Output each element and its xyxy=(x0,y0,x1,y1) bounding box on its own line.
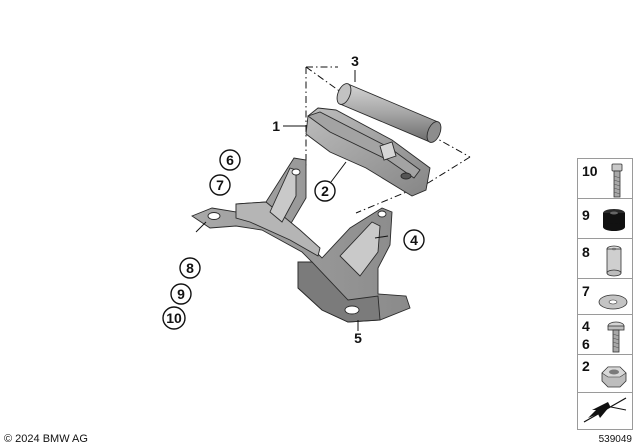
copyright-text: © 2024 BMW AG xyxy=(4,433,88,445)
svg-text:2: 2 xyxy=(321,183,329,199)
callout-6: 6 xyxy=(219,149,241,171)
svg-text:4: 4 xyxy=(410,232,418,248)
washer-icon xyxy=(598,294,628,310)
legend-item-grommet: 9 xyxy=(577,198,633,244)
callout-3: 3 xyxy=(351,53,359,69)
hex-nut-icon xyxy=(601,366,627,388)
callout-4: 4 xyxy=(403,229,425,251)
legend-item-bolt: 10 xyxy=(577,158,633,204)
legend-item-spacer: 8 xyxy=(577,238,633,284)
svg-text:7: 7 xyxy=(216,177,224,193)
hex-socket-screw-icon xyxy=(607,321,625,353)
svg-text:9: 9 xyxy=(177,286,185,302)
svg-text:6: 6 xyxy=(226,152,234,168)
diagram-number: 539049 xyxy=(598,434,632,445)
svg-text:5: 5 xyxy=(354,330,362,346)
view-direction-arrow-icon xyxy=(583,397,627,423)
svg-text:10: 10 xyxy=(166,310,182,326)
spacer-sleeve-icon xyxy=(606,245,622,277)
callout-8: 8 xyxy=(179,257,201,279)
roller-rod xyxy=(336,83,442,143)
callout-2: 2 xyxy=(314,180,336,202)
callout-10: 10 xyxy=(162,306,186,330)
bolt-icon xyxy=(611,163,623,198)
callout-9: 9 xyxy=(170,283,192,305)
holder-plate xyxy=(305,107,431,197)
svg-text:3: 3 xyxy=(351,53,359,69)
holder-bracket xyxy=(191,157,411,323)
leader-lines xyxy=(195,70,389,331)
callout-7: 7 xyxy=(209,174,231,196)
view-direction-box xyxy=(577,392,633,430)
legend-item-washer: 7 xyxy=(577,278,633,320)
rubber-grommet-icon xyxy=(603,209,625,231)
legend-item-nut: 2 xyxy=(577,354,633,396)
callout-5: 5 xyxy=(354,330,362,346)
callout-1: 1 xyxy=(272,118,280,134)
svg-text:1: 1 xyxy=(272,118,280,134)
svg-text:8: 8 xyxy=(186,260,194,276)
